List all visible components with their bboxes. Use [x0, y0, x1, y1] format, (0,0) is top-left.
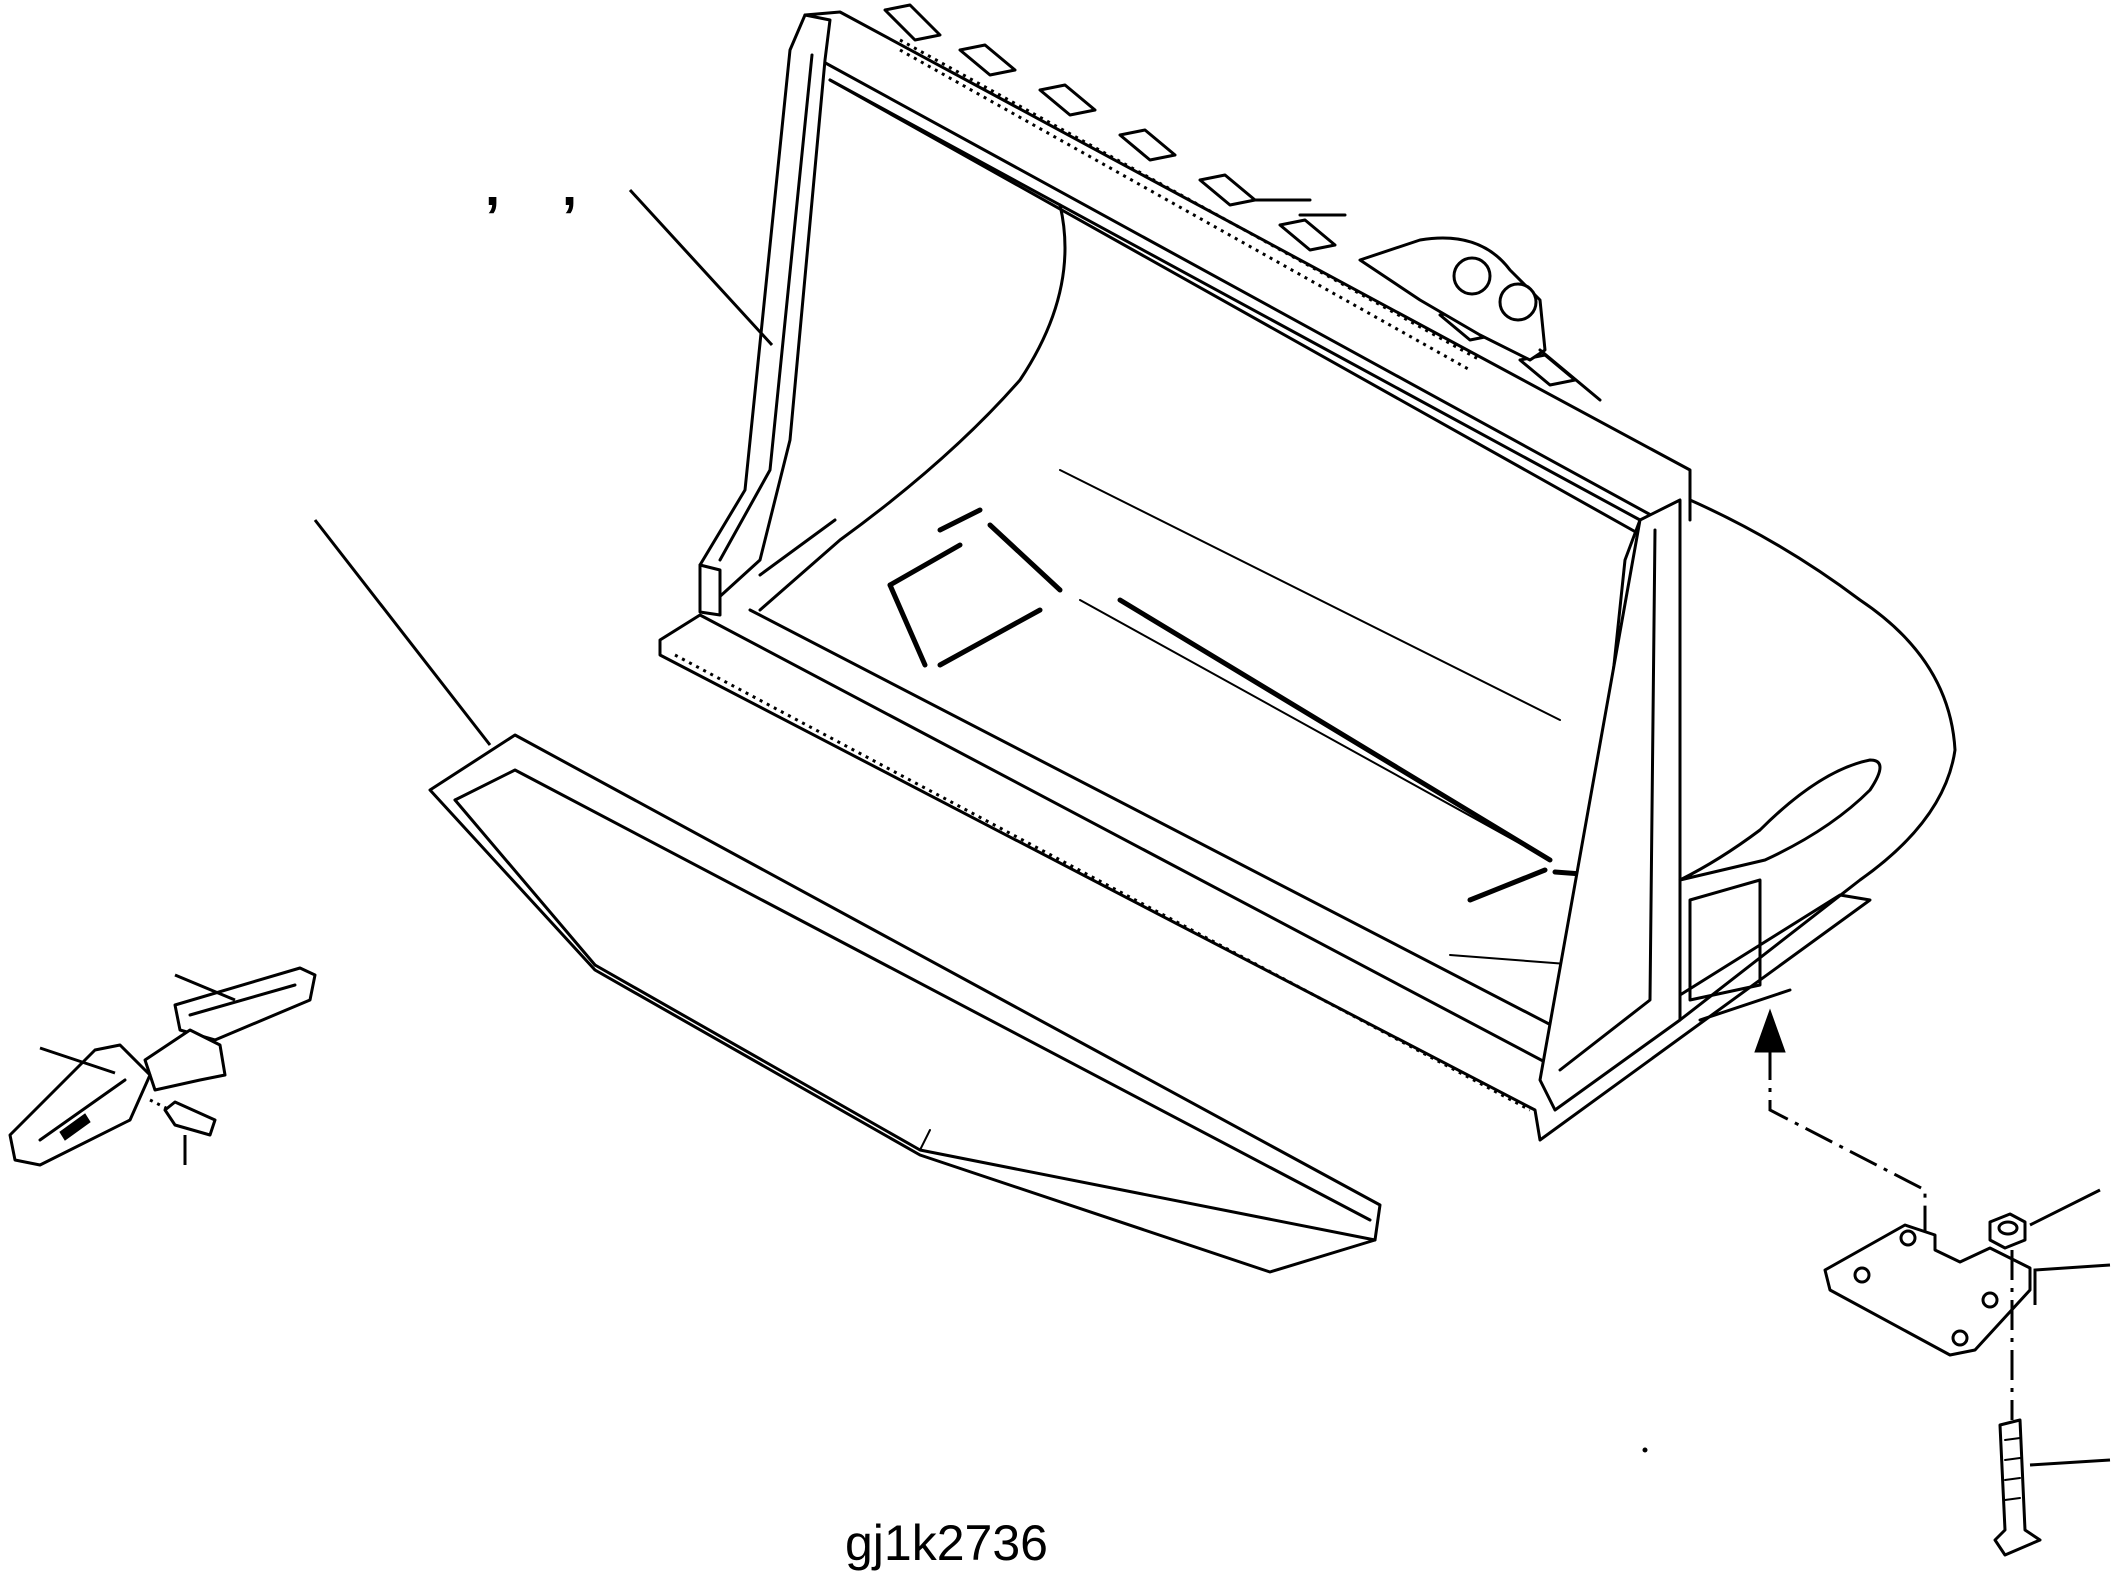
callout-mark-2: , [562, 157, 577, 217]
callout-mark-1: , [485, 157, 500, 217]
bucket [658, 3, 1957, 1142]
bucket-right-shell [1678, 498, 1957, 1022]
nut [1988, 1212, 2027, 1250]
bucket-right-side-plate [1538, 498, 1682, 1112]
install-arrow-icon [1754, 1008, 1786, 1053]
install-path [1768, 1050, 1927, 1245]
leader-tooth-point [39, 1046, 116, 1075]
leader-tooth-tip [174, 973, 236, 1002]
bucket-left-side-plate [698, 13, 832, 612]
adapter-shank [143, 1028, 227, 1092]
wear-plate [1823, 1223, 2032, 1357]
cutting-edge [428, 733, 1382, 1274]
tooth-adapter-assembly [8, 966, 317, 1167]
leader-nut [2029, 1188, 2101, 1227]
bolt [1993, 1418, 2042, 1557]
bucket-top-rail-inner [818, 58, 1662, 522]
bucket-top-rail [803, 10, 1692, 522]
bucket-floor [748, 608, 1582, 1042]
leader-bucket [628, 188, 774, 347]
leader-bolt [2029, 1458, 2111, 1467]
wear-plate-assembly [1754, 1008, 2111, 1557]
leader-cutting-edge [313, 519, 492, 746]
leader-wear-plate [2033, 1263, 2111, 1305]
bucket-base-edge [658, 613, 1872, 1142]
tooth-point [8, 1043, 152, 1167]
tooth-tip [173, 966, 317, 1042]
drawing-code: gj1k2736 [845, 1515, 1048, 1571]
lock-pin [163, 1100, 217, 1137]
center-hinge-bracket [1253, 198, 1602, 402]
